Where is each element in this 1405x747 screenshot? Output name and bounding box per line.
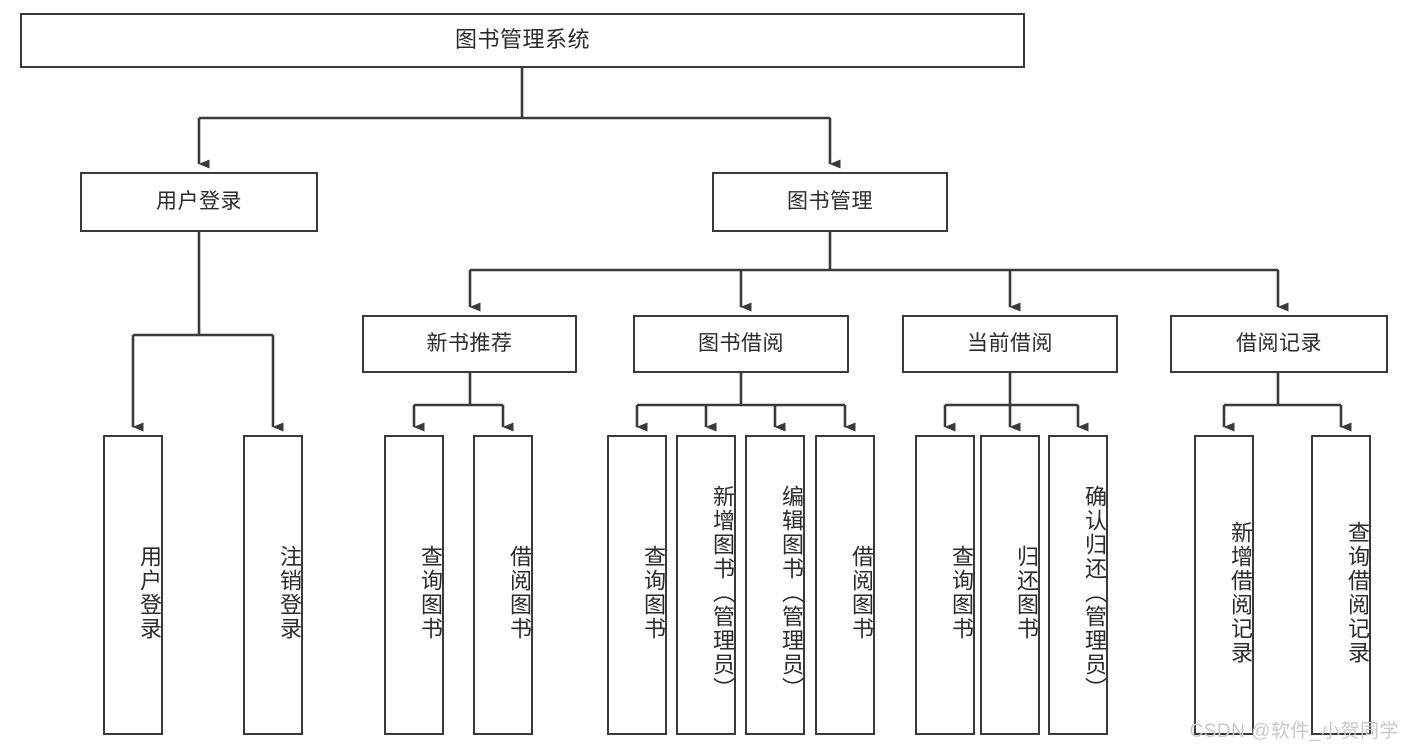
leaf-newbook-query-book-label: 查询图书: [418, 545, 443, 641]
leaf-record-query-label: 查询借阅记录: [1345, 521, 1370, 665]
leaf-borrow-edit-book[interactable]: 编辑图书（管理员）: [745, 435, 805, 735]
leaf-current-query-book[interactable]: 查询图书: [915, 435, 975, 735]
node-new-book-recommend-label: 新书推荐: [426, 332, 513, 356]
node-book-management-label: 图书管理: [787, 190, 873, 214]
node-root[interactable]: 图书管理系统: [20, 13, 1025, 68]
leaf-current-confirm-return-label: 确认归还（管理员）: [1082, 485, 1107, 701]
leaf-borrow-query-book[interactable]: 查询图书: [607, 435, 667, 735]
node-borrow-record-label: 借阅记录: [1236, 332, 1322, 356]
leaf-current-return-book-label: 归还图书: [1014, 545, 1039, 641]
node-borrow-record[interactable]: 借阅记录: [1170, 315, 1388, 373]
leaf-borrow-borrow-book[interactable]: 借阅图书: [815, 435, 875, 735]
node-book-borrow-label: 图书借阅: [698, 332, 784, 356]
leaf-newbook-borrow-book[interactable]: 借阅图书: [473, 435, 533, 735]
leaf-record-query[interactable]: 查询借阅记录: [1311, 435, 1371, 735]
leaf-borrow-add-book[interactable]: 新增图书（管理员）: [676, 435, 736, 735]
node-user-login[interactable]: 用户登录: [80, 172, 318, 232]
leaf-current-confirm-return[interactable]: 确认归还（管理员）: [1048, 435, 1108, 735]
leaf-logout-label: 注销登录: [277, 545, 302, 641]
leaf-borrow-add-book-label: 新增图书（管理员）: [710, 485, 735, 701]
leaf-borrow-borrow-book-label: 借阅图书: [849, 545, 874, 641]
node-book-management[interactable]: 图书管理: [712, 172, 948, 232]
node-user-login-label: 用户登录: [156, 190, 242, 214]
leaf-newbook-borrow-book-label: 借阅图书: [507, 545, 532, 641]
node-current-borrow[interactable]: 当前借阅: [902, 315, 1118, 373]
node-root-label: 图书管理系统: [454, 27, 590, 53]
node-book-borrow[interactable]: 图书借阅: [633, 315, 849, 373]
leaf-record-add-label: 新增借阅记录: [1228, 521, 1253, 665]
leaf-user-login[interactable]: 用户登录: [103, 435, 163, 735]
leaf-newbook-query-book[interactable]: 查询图书: [384, 435, 444, 735]
node-current-borrow-label: 当前借阅: [967, 332, 1053, 356]
csdn-watermark: CSDN @软件_小贺同学: [1189, 721, 1399, 742]
node-new-book-recommend[interactable]: 新书推荐: [362, 315, 577, 373]
leaf-record-add[interactable]: 新增借阅记录: [1194, 435, 1254, 735]
leaf-borrow-query-book-label: 查询图书: [641, 545, 666, 641]
leaf-user-login-label: 用户登录: [137, 545, 162, 641]
leaf-current-return-book[interactable]: 归还图书: [980, 435, 1040, 735]
leaf-current-query-book-label: 查询图书: [949, 545, 974, 641]
leaf-borrow-edit-book-label: 编辑图书（管理员）: [779, 485, 804, 701]
leaf-logout[interactable]: 注销登录: [243, 435, 303, 735]
